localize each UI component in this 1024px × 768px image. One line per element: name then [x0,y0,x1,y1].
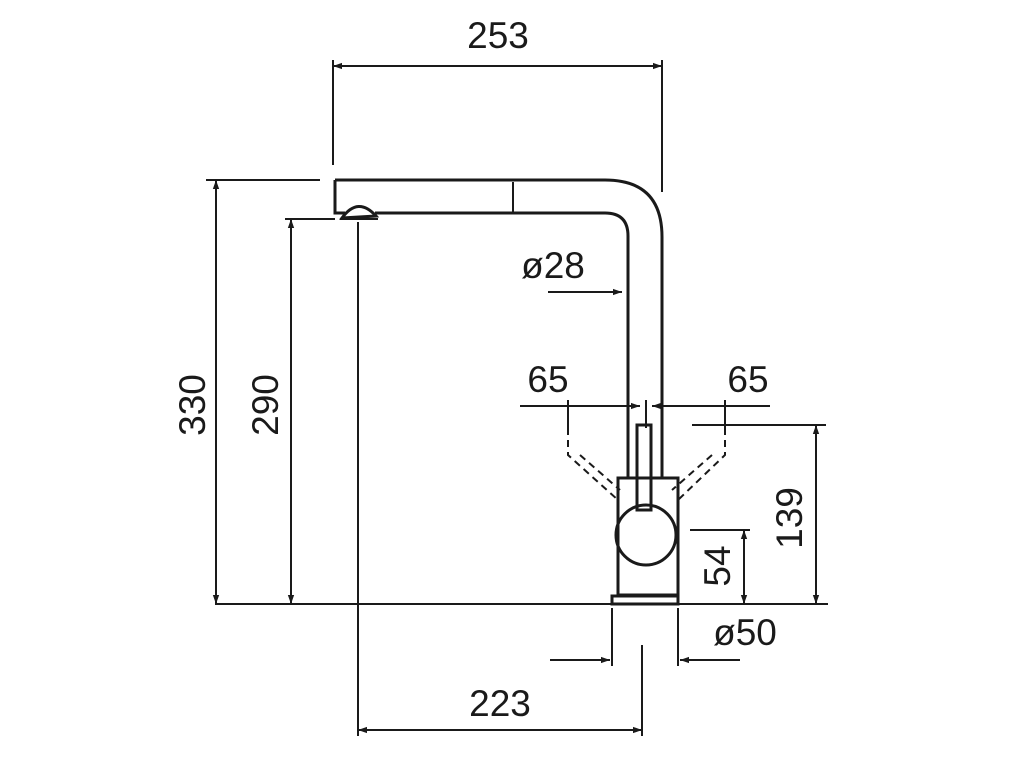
dim-overall-width-label: 253 [467,15,529,56]
dim-overall-width: 253 [332,15,663,192]
faucet-body-column [610,422,680,606]
dim-base-diameter: ø50 [550,608,777,666]
dim-reach: 223 [358,645,643,736]
dim-handle-height-label: 54 [697,545,738,586]
dim-spout-height-label: 290 [245,374,286,436]
swivel-range-right [671,428,726,501]
dim-overall-height-label: 330 [172,374,213,436]
dim-lever-height: 139 [692,424,826,604]
dim-swivel: 65 65 [520,359,770,428]
dim-spout-height: 290 [245,218,335,604]
dim-swivel-right-label: 65 [727,359,768,400]
dim-lever-height-label: 139 [769,487,810,549]
dim-reach-label: 223 [469,683,531,724]
dim-spout-diameter-label: ø28 [521,245,585,286]
faucet-outline [333,178,664,422]
dim-base-diameter-label: ø50 [713,612,777,653]
dim-spout-diameter: ø28 [521,245,622,296]
dim-overall-height: 330 [172,179,320,604]
swivel-range-left [567,428,621,501]
dim-swivel-left-label: 65 [527,359,568,400]
dim-handle-height: 54 [690,529,750,604]
